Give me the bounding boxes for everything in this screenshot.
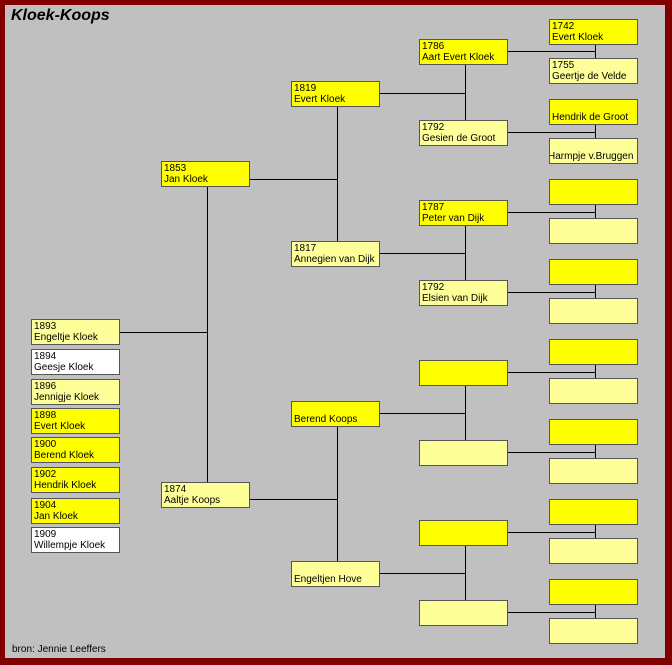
- person-name: Elsien van Dijk: [422, 293, 488, 304]
- great-great-grandparent-box: [549, 218, 638, 244]
- person-name: Evert Kloek: [552, 32, 604, 43]
- grandparent-box: Berend Koops: [291, 401, 380, 427]
- child-name: Evert Kloek: [34, 421, 86, 432]
- great-great-grandparent-box: [549, 179, 638, 205]
- person-name: Peter van Dijk: [422, 213, 485, 224]
- connector: [507, 365, 596, 378]
- grandparent-box: Engeltjen Hove: [291, 561, 380, 587]
- child-name: Hendrik Kloek: [34, 480, 97, 491]
- connector: [507, 285, 596, 298]
- person-year: 1817: [294, 243, 317, 254]
- connector: [507, 125, 596, 138]
- chart-title: Kloek-Koops: [11, 7, 110, 24]
- child-name: Jennigje Kloek: [34, 392, 100, 403]
- connector: [119, 185, 208, 493]
- great-great-grandparent-box: Harmpje v.Bruggen: [549, 138, 638, 164]
- person-year: 1787: [422, 202, 445, 213]
- child-year: 1896: [34, 381, 57, 392]
- connector: [507, 605, 596, 618]
- great-great-grandparent-box: [549, 378, 638, 404]
- person-name: Annegien van Dijk: [294, 254, 375, 265]
- child-year: 1902: [34, 469, 57, 480]
- pedigree-chart: Kloek-Koops: [5, 5, 665, 658]
- connector: [507, 205, 596, 218]
- connector: [507, 445, 596, 458]
- person-year: 1755: [552, 60, 575, 71]
- great-great-grandparent-box: [549, 458, 638, 484]
- person-year: 1742: [552, 21, 575, 32]
- person-name: Harmpje v.Bruggen: [549, 151, 634, 162]
- child-name: Berend Kloek: [34, 450, 95, 461]
- great-great-grandparent-box: [549, 499, 638, 525]
- great-great-grandparent-box: [549, 618, 638, 644]
- great-grandparent-box: [419, 360, 508, 386]
- child-name: Engeltje Kloek: [34, 332, 98, 343]
- great-great-grandparent-box: [549, 259, 638, 285]
- person-name: Jan Kloek: [164, 174, 208, 185]
- connector: [507, 45, 596, 58]
- person-name: Engeltjen Hove: [294, 574, 362, 585]
- person-name: Hendrik de Groot: [552, 112, 629, 123]
- great-great-grandparent-box: Hendrik de Groot: [549, 99, 638, 125]
- great-grandparent-box: [419, 440, 508, 466]
- person-year: 1792: [422, 122, 445, 133]
- child-name: Geesje Kloek: [34, 362, 94, 373]
- source-credit: bron: Jennie Leeffers: [12, 644, 106, 655]
- person-year: 1874: [164, 484, 187, 495]
- great-great-grandparent-box: [549, 579, 638, 605]
- great-great-grandparent-box: [549, 339, 638, 365]
- child-name: Jan Kloek: [34, 511, 78, 522]
- person-name: Gesien de Groot: [422, 133, 496, 144]
- person-year: 1792: [422, 282, 445, 293]
- great-grandparent-box: [419, 600, 508, 626]
- child-name: Willempje Kloek: [34, 540, 106, 551]
- great-grandparent-box: [419, 520, 508, 546]
- person-name: Aart Evert Kloek: [422, 52, 495, 63]
- person-year: 1819: [294, 83, 317, 94]
- great-great-grandparent-box: [549, 538, 638, 564]
- child-year: 1904: [34, 500, 57, 511]
- child-year: 1898: [34, 410, 57, 421]
- child-year: 1909: [34, 529, 57, 540]
- child-year: 1893: [34, 321, 57, 332]
- child-year: 1900: [34, 439, 57, 450]
- connector-lines: [119, 45, 596, 618]
- person-name: Berend Koops: [294, 414, 358, 425]
- person-name: Geertje de Velde: [552, 71, 627, 82]
- person-name: Aaltje Koops: [164, 495, 221, 506]
- person-year: 1786: [422, 41, 445, 52]
- person-year: 1853: [164, 163, 187, 174]
- great-great-grandparent-box: [549, 298, 638, 324]
- great-great-grandparent-box: [549, 419, 638, 445]
- connector: [507, 525, 596, 538]
- child-year: 1894: [34, 351, 57, 362]
- person-name: Evert Kloek: [294, 94, 346, 105]
